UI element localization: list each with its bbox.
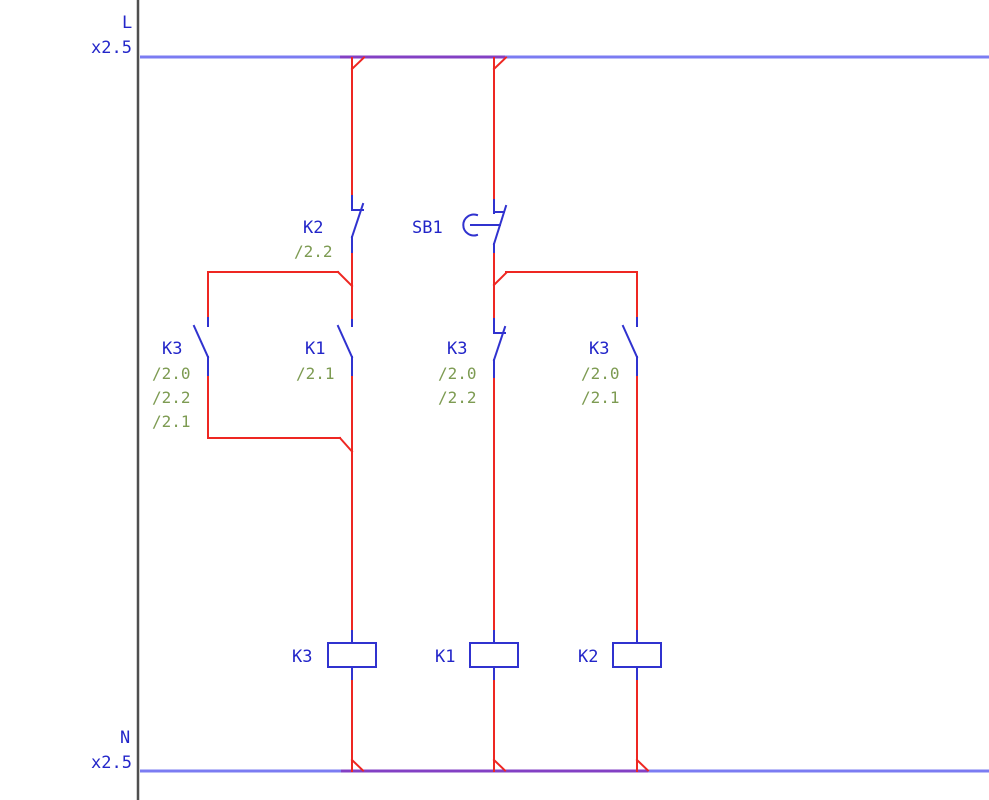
contact-k1-moving-contact [336,324,354,359]
junction-branch-left-bottom [338,436,354,453]
contact-k2-nc[interactable]: K2 /2.2 [294,195,365,261]
junction-col3-rail-n [635,758,650,772]
contact-k3p-ref-1: /2.0 [152,364,191,383]
coil-k2-body [612,642,662,668]
contact-k1-ref: /2.1 [296,364,335,383]
rail-n-label: N [120,728,130,748]
junction-col2-rail-l [492,56,508,71]
contact-k3p-label: K3 [162,339,182,359]
rail-n-cross-section: x2.5 [91,753,132,773]
coil-k2-label: K2 [578,647,598,667]
coil-k1-body [469,642,519,668]
rail-l-cross-section: x2.5 [91,38,132,58]
coil-k2[interactable]: K2 [578,630,662,680]
sb1-label: SB1 [412,218,443,238]
contact-k3-parallel[interactable]: K3 /2.0 /2.2 /2.1 [152,317,210,431]
coil-k1-label: K1 [435,647,455,667]
wire-branch-left-top [207,271,339,319]
coil-k3-body [327,642,377,668]
contact-k3r-ref-1: /2.0 [581,364,620,383]
contact-k1-label: K1 [305,339,325,359]
junction-col2-rail-n [492,758,507,772]
junction-branch-left-top [336,270,354,288]
junction-col2-branch-right [492,271,508,287]
coil-k3[interactable]: K3 [292,630,377,680]
contact-k3-nc[interactable]: K3 /2.0 /2.2 [438,318,507,407]
power-rail-n: N x2.5 [91,728,989,773]
wire-branch-right-top [505,271,638,319]
contact-k3-no-right[interactable]: K3 /2.0 /2.1 [581,317,639,407]
pushbutton-sb1[interactable]: SB1 [412,199,508,253]
contact-k3nc-moving-contact [492,325,507,362]
contact-k3nc-label: K3 [447,339,467,359]
rail-l-label: L [122,13,132,33]
coil-k1[interactable]: K1 [435,630,519,680]
junction-col1-rail-n [350,758,365,772]
contact-k3p-moving-contact [192,324,210,359]
contact-k3p-ref-3: /2.1 [152,412,191,431]
contact-k3nc-ref-1: /2.0 [438,364,477,383]
contact-k3r-moving-contact [621,324,639,359]
power-rail-l: L x2.5 [91,13,989,59]
contact-k2-moving-contact [350,202,365,239]
wiring [207,56,650,772]
contact-k1-no[interactable]: K1 /2.1 [296,319,354,383]
contact-k3r-ref-2: /2.1 [581,388,620,407]
contact-k3p-ref-2: /2.2 [152,388,191,407]
contact-k2-ref: /2.2 [294,242,333,261]
junction-col1-rail-l [350,56,366,71]
sb1-button-icon [462,213,479,237]
coil-k3-label: K3 [292,647,312,667]
contact-k2-label: K2 [303,218,323,238]
contact-k3r-label: K3 [589,339,609,359]
contact-k3nc-ref-2: /2.2 [438,388,477,407]
